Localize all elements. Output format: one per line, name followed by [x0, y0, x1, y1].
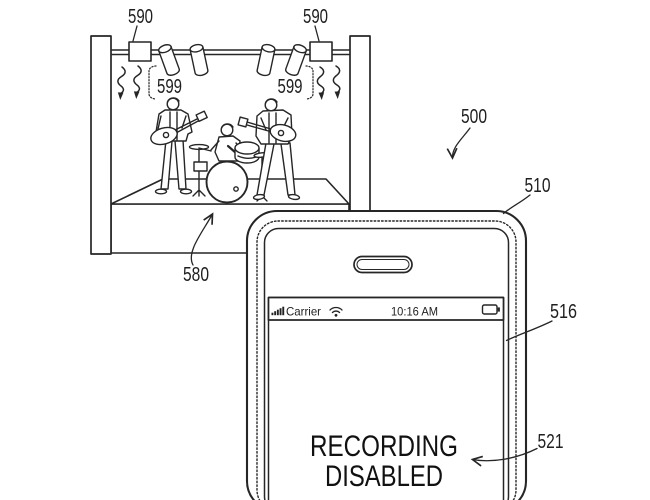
guitar-headstock [195, 110, 208, 123]
phone-housing-shading [256, 220, 517, 500]
stage-light-1 [157, 44, 180, 76]
reference-labels: 590 590 599 599 500 510 580 516 521 [128, 6, 577, 467]
signal-wave-arrow-icon [133, 65, 142, 99]
ref-521: 521 [538, 431, 564, 453]
ref-516: 516 [550, 301, 577, 323]
leader-590-left [132, 25, 138, 42]
carrier-label: Carrier [286, 305, 321, 319]
smartphone: Carrier 10:16 AM RECORDING DISABLED [245, 209, 528, 500]
leader-500 [446, 127, 471, 160]
stage-post-left [90, 35, 112, 255]
screen-message-line-2: DISABLED [325, 460, 443, 493]
guitarist-left [150, 97, 208, 195]
clock-label: 10:16 AM [391, 305, 438, 319]
status-bar [267, 296, 505, 321]
drummer [188, 123, 271, 204]
speaker-slot-icon [353, 255, 413, 274]
leader-580 [190, 212, 214, 266]
ref-590-left: 590 [128, 6, 153, 28]
stage-truss [108, 41, 353, 77]
leader-590-right [314, 25, 320, 42]
ref-510: 510 [525, 175, 551, 197]
tom-drum [234, 141, 260, 164]
leader-510 [502, 194, 531, 215]
guitar-neck [174, 117, 201, 134]
ref-599-left: 599 [157, 76, 182, 98]
stage-light-4 [285, 44, 308, 76]
stage-light-3 [256, 43, 276, 77]
stage-light-2 [189, 43, 209, 77]
phone-inner-housing [263, 227, 510, 500]
ref-500: 500 [461, 106, 487, 128]
ref-590-right: 590 [303, 6, 328, 28]
bass-drum [205, 160, 249, 204]
guitarist-right [237, 98, 301, 201]
signal-waves-right [305, 65, 341, 100]
signal-bracket-left [148, 65, 157, 100]
signal-wave-arrow-icon [316, 66, 325, 100]
signal-waves-left [117, 65, 157, 100]
signal-wave-arrow-icon [117, 66, 126, 100]
signal-bars-icon [271, 306, 285, 316]
screen-message-line-1: RECORDING [310, 430, 458, 463]
band [150, 97, 301, 204]
signal-wave-arrow-icon [332, 65, 341, 99]
guitar-headstock [237, 116, 249, 128]
leader-516 [505, 320, 553, 342]
ref-599-right: 599 [278, 76, 303, 98]
guitar-neck [246, 121, 273, 133]
emitter-box-right [309, 41, 333, 62]
emitter-box-left [128, 41, 152, 62]
phone-screen [267, 296, 505, 500]
signal-bracket-right [305, 65, 314, 100]
battery-icon [481, 304, 500, 315]
wifi-icon [329, 306, 343, 317]
leader-521 [470, 447, 538, 467]
ref-580: 580 [183, 264, 209, 286]
